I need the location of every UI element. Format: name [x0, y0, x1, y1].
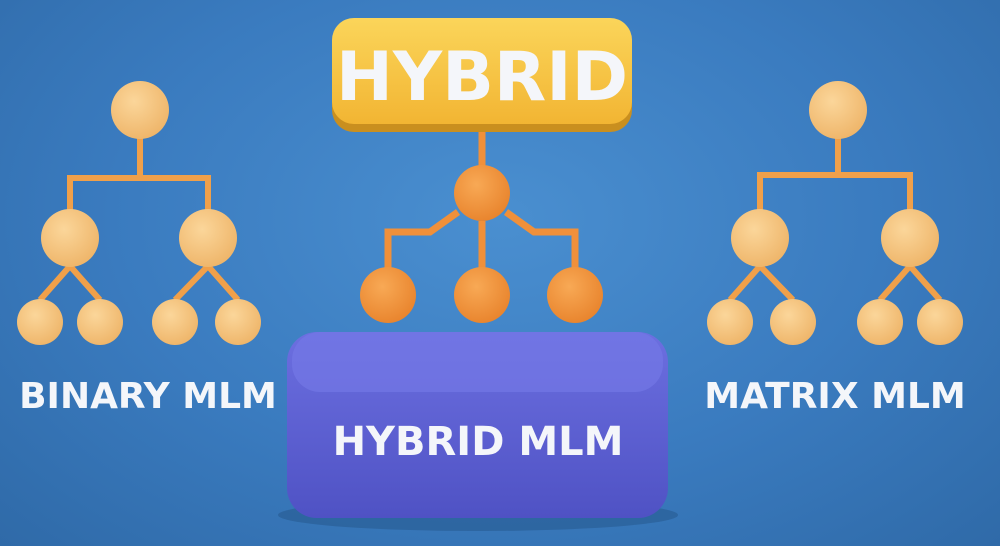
- hybrid-mlm-label: HYBRID MLM: [333, 419, 624, 465]
- hybrid-tree-nodes: [360, 165, 603, 323]
- matrix-tree: [727, 138, 943, 303]
- binary-tree-nodes: [17, 81, 261, 345]
- hybrid-tree: [384, 130, 579, 268]
- binary-mlm-label: BINARY MLM: [19, 376, 277, 417]
- hybrid-header-badge: [332, 18, 632, 132]
- platform: [278, 332, 678, 531]
- hybrid-header-label: HYBRID: [336, 38, 628, 117]
- matrix-tree-nodes: [707, 81, 963, 345]
- binary-tree: [37, 138, 241, 303]
- matrix-mlm-label: MATRIX MLM: [704, 376, 965, 417]
